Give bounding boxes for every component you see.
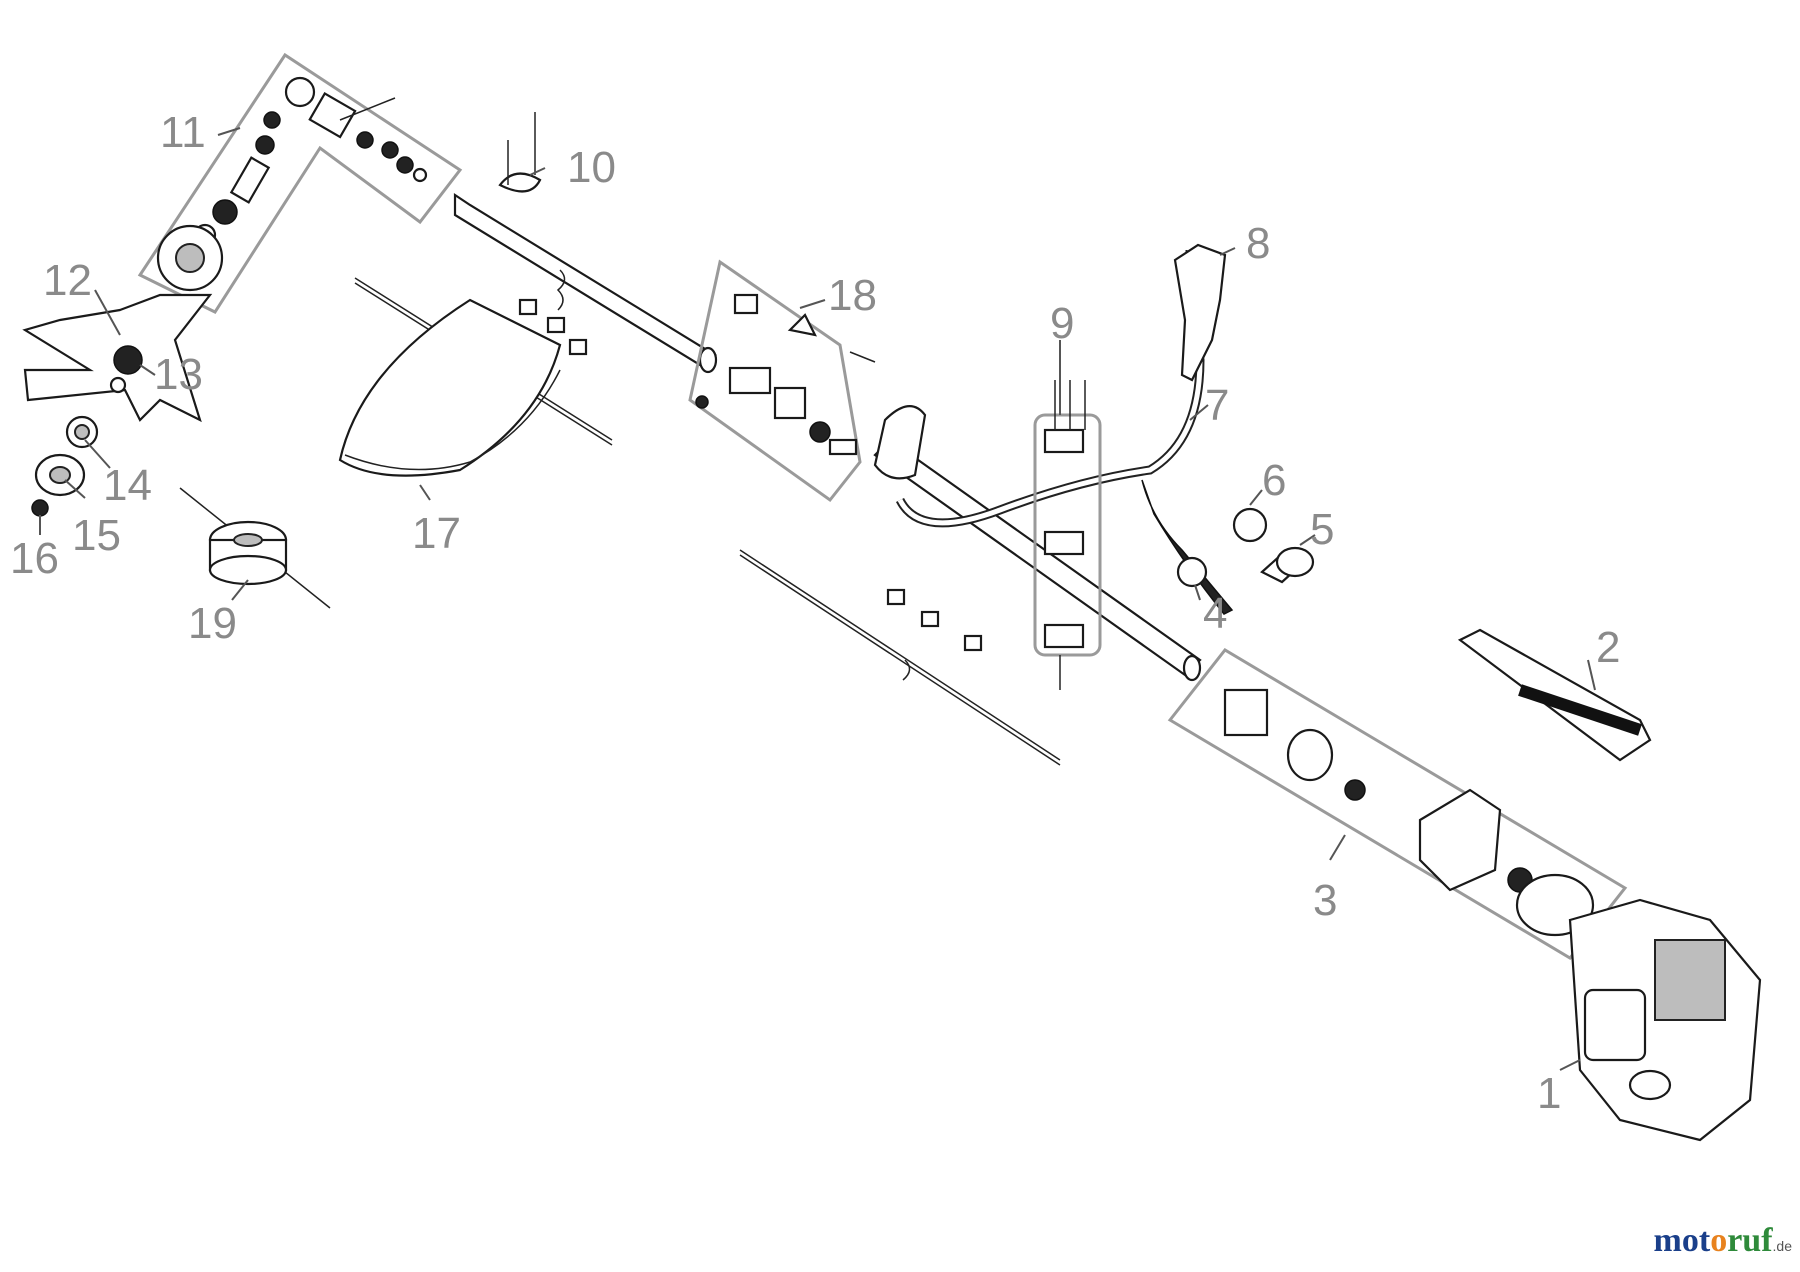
label-part-12: 12	[43, 256, 92, 305]
label-part-18: 18	[828, 271, 877, 320]
label-part-13: 13	[154, 350, 203, 399]
parts-14-15-16-washers	[31, 415, 99, 517]
part-13-blade	[22, 293, 213, 423]
label-part-14: 14	[103, 461, 152, 510]
label-part-17: 17	[412, 509, 461, 558]
logo-part-ruf: ruf	[1727, 1222, 1773, 1259]
part-17-guard	[338, 277, 613, 477]
upper-shaft-tube	[453, 192, 718, 374]
main-tube-and-handlebar	[873, 243, 1234, 682]
group-box-9	[1033, 380, 1102, 690]
part-labels: 1 2 3 4 5 6 7 8 9 10 11 12 13 14 15 16 1…	[10, 108, 1620, 1118]
group-box-11	[137, 52, 463, 314]
parts-4-5-6	[1176, 507, 1315, 588]
label-part-8: 8	[1246, 219, 1270, 268]
group-box-3	[1167, 648, 1628, 960]
logo-suffix: .de	[1772, 1238, 1792, 1254]
part-10-clamp	[498, 112, 542, 193]
label-part-6: 6	[1262, 456, 1286, 505]
part-1-engine	[1568, 898, 1762, 1142]
label-part-3: 3	[1313, 876, 1337, 925]
label-part-19: 19	[188, 599, 237, 648]
label-part-2: 2	[1596, 623, 1620, 672]
motoruf-logo: motoruf.de	[1654, 1222, 1792, 1260]
label-part-1: 1	[1537, 1069, 1561, 1118]
leader-lines	[39, 127, 1596, 1071]
lower-driveshaft	[739, 549, 1061, 766]
label-part-4: 4	[1203, 589, 1227, 638]
label-part-10: 10	[567, 143, 616, 192]
logo-part-o: o	[1710, 1222, 1728, 1259]
logo-part-mot: mot	[1653, 1222, 1711, 1259]
label-part-7: 7	[1205, 381, 1229, 430]
group-box-18	[688, 259, 876, 503]
label-part-15: 15	[72, 511, 121, 560]
label-part-11: 11	[160, 108, 206, 157]
part-2-tool	[1457, 628, 1652, 762]
label-part-16: 16	[10, 534, 59, 583]
label-part-9: 9	[1050, 299, 1074, 348]
part-19-trimmer-head	[179, 487, 331, 609]
label-part-5: 5	[1310, 505, 1334, 554]
